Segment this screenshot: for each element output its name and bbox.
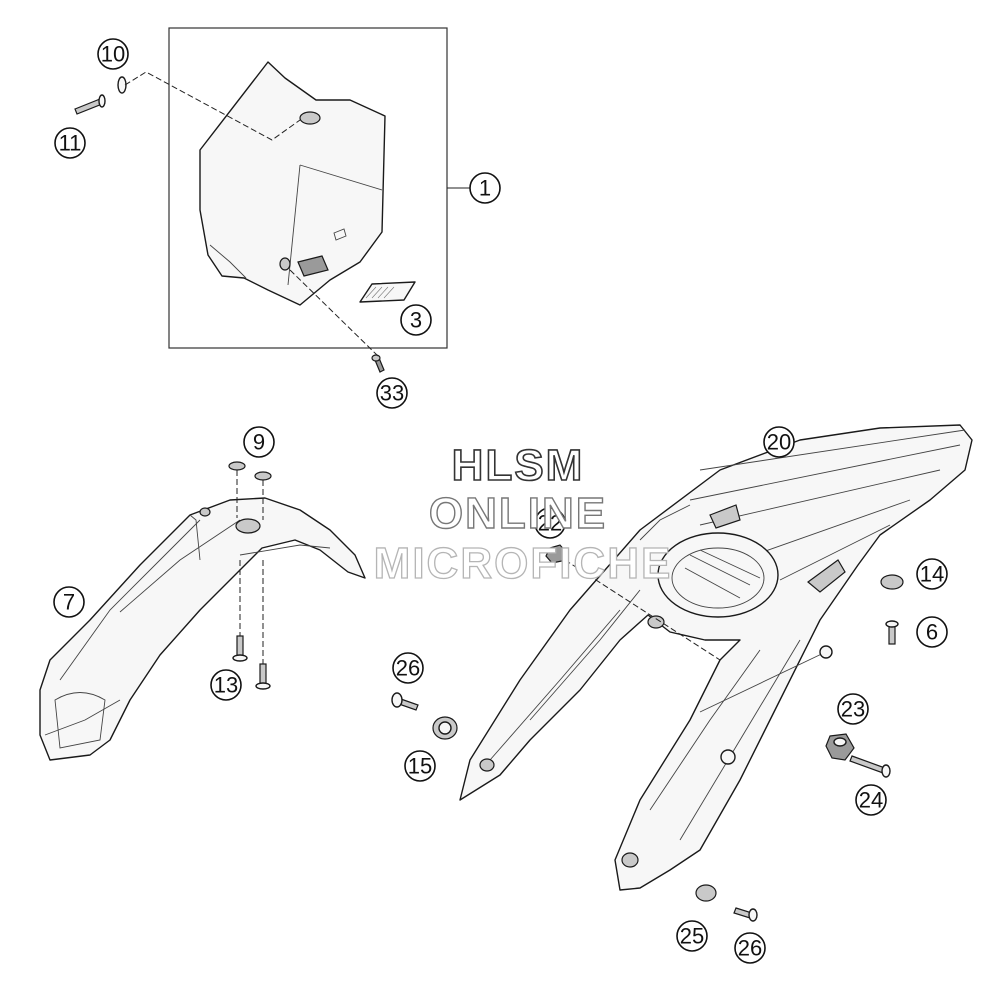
grommet-15	[432, 716, 458, 740]
callout-1: 1	[469, 172, 501, 204]
svg-text:24: 24	[859, 788, 883, 813]
callout-9: 9	[243, 426, 275, 458]
svg-text:15: 15	[408, 754, 432, 779]
callout-22: 22	[534, 507, 566, 539]
svg-text:MICROFICHE: MICROFICHE	[374, 539, 673, 588]
svg-text:25: 25	[680, 924, 704, 949]
svg-text:20: 20	[767, 430, 791, 455]
svg-text:7: 7	[63, 590, 75, 615]
callout-20: 20	[763, 426, 795, 458]
screw-13-right	[255, 663, 271, 690]
svg-text:23: 23	[841, 697, 865, 722]
washer-25	[695, 884, 717, 902]
callout-14: 14	[916, 558, 948, 590]
nut-22	[545, 544, 567, 564]
callout-33: 33	[376, 377, 408, 409]
number-plate	[199, 61, 386, 306]
bolt-24	[849, 755, 891, 778]
watermark: HLSM ONLINE MICROFICHE	[373, 440, 673, 588]
svg-text:26: 26	[738, 936, 762, 961]
washer-9-left	[228, 461, 246, 471]
svg-text:HLSM: HLSM	[452, 441, 585, 490]
callout-13: 13	[210, 669, 242, 701]
screw-13-left	[232, 635, 248, 662]
svg-text:1: 1	[479, 176, 491, 201]
callout-24: 24	[855, 784, 887, 816]
svg-text:10: 10	[101, 42, 125, 67]
callout-15: 15	[404, 750, 436, 782]
callout-11: 11	[54, 127, 86, 159]
grommet-14	[880, 574, 904, 590]
svg-text:22: 22	[538, 511, 562, 536]
svg-text:6: 6	[926, 620, 938, 645]
callout-10: 10	[97, 38, 129, 70]
svg-text:14: 14	[920, 562, 944, 587]
svg-text:26: 26	[396, 656, 420, 681]
callout-26-lower: 26	[734, 932, 766, 964]
svg-text:13: 13	[214, 673, 238, 698]
callout-25: 25	[676, 920, 708, 952]
washer-9-right	[254, 471, 272, 481]
screw-33	[371, 354, 385, 373]
callout-26-upper: 26	[392, 652, 424, 684]
washer-10	[117, 76, 127, 94]
svg-text:9: 9	[253, 430, 265, 455]
svg-text:11: 11	[59, 131, 82, 156]
nut-23	[825, 733, 855, 761]
callout-6: 6	[916, 616, 948, 648]
screw-6	[885, 620, 899, 645]
svg-text:ONLINE: ONLINE	[429, 489, 607, 538]
screw-26-lower	[733, 907, 758, 922]
callout-3: 3	[400, 304, 432, 336]
front-fender	[39, 497, 366, 761]
decal-3	[359, 281, 416, 303]
svg-text:3: 3	[410, 308, 422, 333]
callout-7: 7	[53, 586, 85, 618]
screw-26-upper	[391, 692, 419, 711]
screw-11	[74, 94, 106, 115]
svg-text:33: 33	[380, 381, 404, 406]
callout-23: 23	[837, 693, 869, 725]
